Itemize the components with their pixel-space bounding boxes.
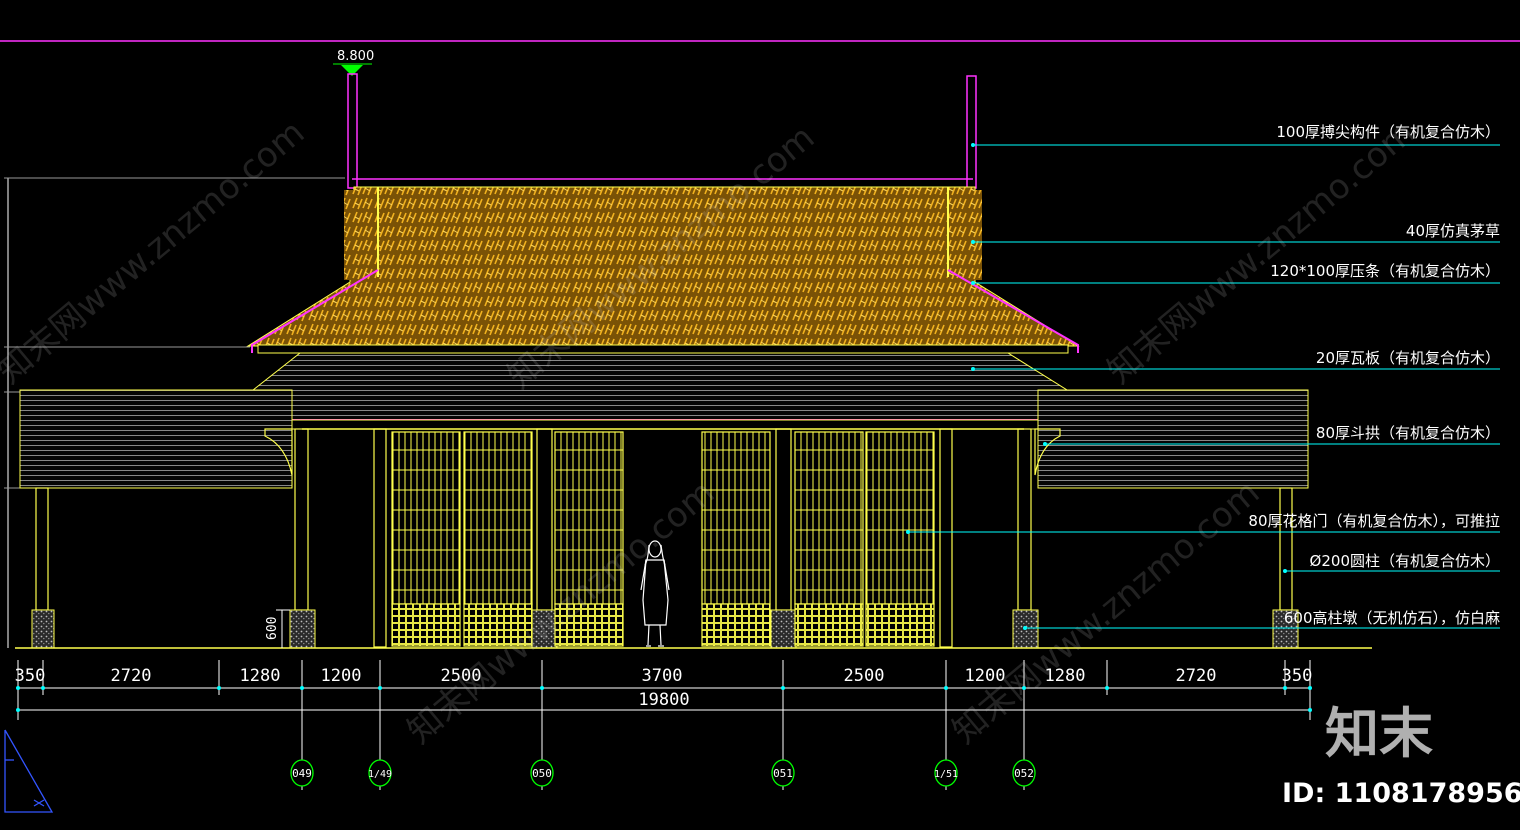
left-finial	[347, 73, 358, 189]
note-press-strip: 120*100厚压条（有机复合仿木）	[1270, 262, 1500, 280]
svg-text:049: 049	[292, 767, 312, 780]
dim-total: 19800	[638, 690, 689, 710]
svg-text:1/49: 1/49	[368, 769, 392, 780]
left-bracket	[264, 428, 293, 476]
dim-350-right: 350	[1282, 666, 1313, 686]
note-thatch: 40厚仿真茅草	[1406, 222, 1500, 240]
lattice-doors	[391, 431, 935, 647]
dim-1280-right: 1280	[1045, 666, 1086, 686]
level-triangle-icon	[341, 65, 363, 76]
right-bracket	[1034, 428, 1061, 476]
dimension-ticks	[16, 686, 1312, 712]
columns	[35, 428, 1293, 648]
right-wing-roof	[1037, 389, 1309, 489]
annotation-leaders	[908, 144, 1500, 629]
dim-350-left: 350	[15, 666, 46, 686]
dim-2500-left: 2500	[441, 666, 482, 686]
image-id: ID: 1108178956	[1282, 778, 1520, 809]
grid-axis-1-49: 1/49	[368, 759, 392, 787]
note-column: Ø200圆柱（有机复合仿木）	[1310, 552, 1500, 570]
svg-text:052: 052	[1014, 767, 1034, 780]
plinth-height-text: 600	[265, 617, 280, 640]
note-lattice-door: 80厚花格门（有机复合仿木），可推拉	[1248, 512, 1500, 530]
dim-2500-right: 2500	[844, 666, 885, 686]
dim-2720-right: 2720	[1176, 666, 1217, 686]
note-finial: 100厚搏尖构件（有机复合仿木）	[1276, 123, 1500, 141]
upper-eave-board	[257, 344, 1069, 354]
svg-text:1/51: 1/51	[934, 769, 958, 780]
dim-1200-left: 1200	[321, 666, 362, 686]
grid-axes: 049 1/49 050 051 1/51 052	[290, 759, 1036, 787]
grid-axis-1-51: 1/51	[934, 759, 958, 787]
grid-axis-052: 052	[1012, 759, 1036, 787]
scale-figure-icon	[640, 540, 670, 647]
left-wing-roof	[19, 389, 293, 489]
note-tile-board: 20厚瓦板（有机复合仿木）	[1316, 349, 1500, 367]
right-finial	[966, 75, 977, 189]
dim-3700: 3700	[642, 666, 683, 686]
svg-text:051: 051	[773, 767, 793, 780]
annotation-dots	[906, 143, 1287, 630]
level-marker: 8.800	[333, 49, 374, 76]
left-vertical-dimension	[4, 177, 345, 648]
svg-text:050: 050	[532, 767, 552, 780]
annotation-texts: 100厚搏尖构件（有机复合仿木） 40厚仿真茅草 120*100厚压条（有机复合…	[1248, 123, 1500, 627]
lower-plank-roof	[212, 352, 1118, 430]
level-text: 8.800	[337, 49, 374, 64]
roof-press-strips	[251, 269, 1079, 353]
brand-logo: 知末	[1325, 702, 1433, 765]
grid-axis-049: 049	[290, 759, 314, 787]
grid-axis-051: 051	[771, 759, 795, 787]
grid-axis-050: 050	[530, 759, 554, 787]
column-plinths	[31, 609, 1299, 649]
dim-2720-left: 2720	[111, 666, 152, 686]
dim-1280-left: 1280	[240, 666, 281, 686]
note-bracket: 80厚斗拱（有机复合仿木）	[1316, 424, 1500, 442]
ucs-icon	[4, 729, 54, 813]
note-plinth: 600高柱墩（无机仿石），仿白麻	[1284, 609, 1500, 627]
dim-1200-right: 1200	[965, 666, 1006, 686]
dimension-labels: 350 2720 1280 1200 2500 3700 2500 1200 1…	[15, 666, 1313, 710]
plinth-height-dimension: 600	[265, 609, 290, 648]
